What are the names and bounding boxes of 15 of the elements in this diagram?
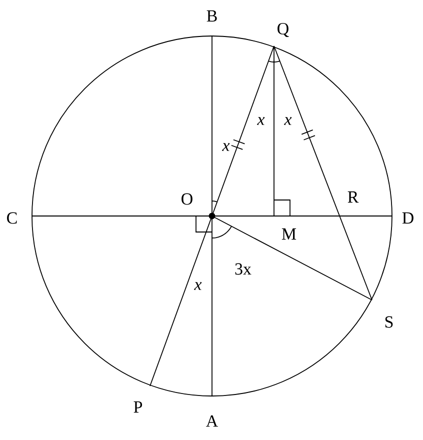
point-label: O xyxy=(182,193,192,205)
point-label: D xyxy=(402,212,414,224)
point-label: A xyxy=(206,415,218,427)
angle-label: x xyxy=(257,117,265,125)
angle-label: x xyxy=(194,282,202,290)
angle-label: x xyxy=(222,143,230,151)
point-label: S xyxy=(385,316,393,328)
point-label: M xyxy=(282,228,296,240)
point-label: C xyxy=(7,212,17,224)
point-label: B xyxy=(206,10,217,22)
point-label: Q xyxy=(278,23,289,38)
point-label: P xyxy=(134,401,142,413)
angle-label: x xyxy=(284,117,292,125)
point-label: R xyxy=(348,191,359,203)
angle-label: 3x xyxy=(235,263,252,275)
